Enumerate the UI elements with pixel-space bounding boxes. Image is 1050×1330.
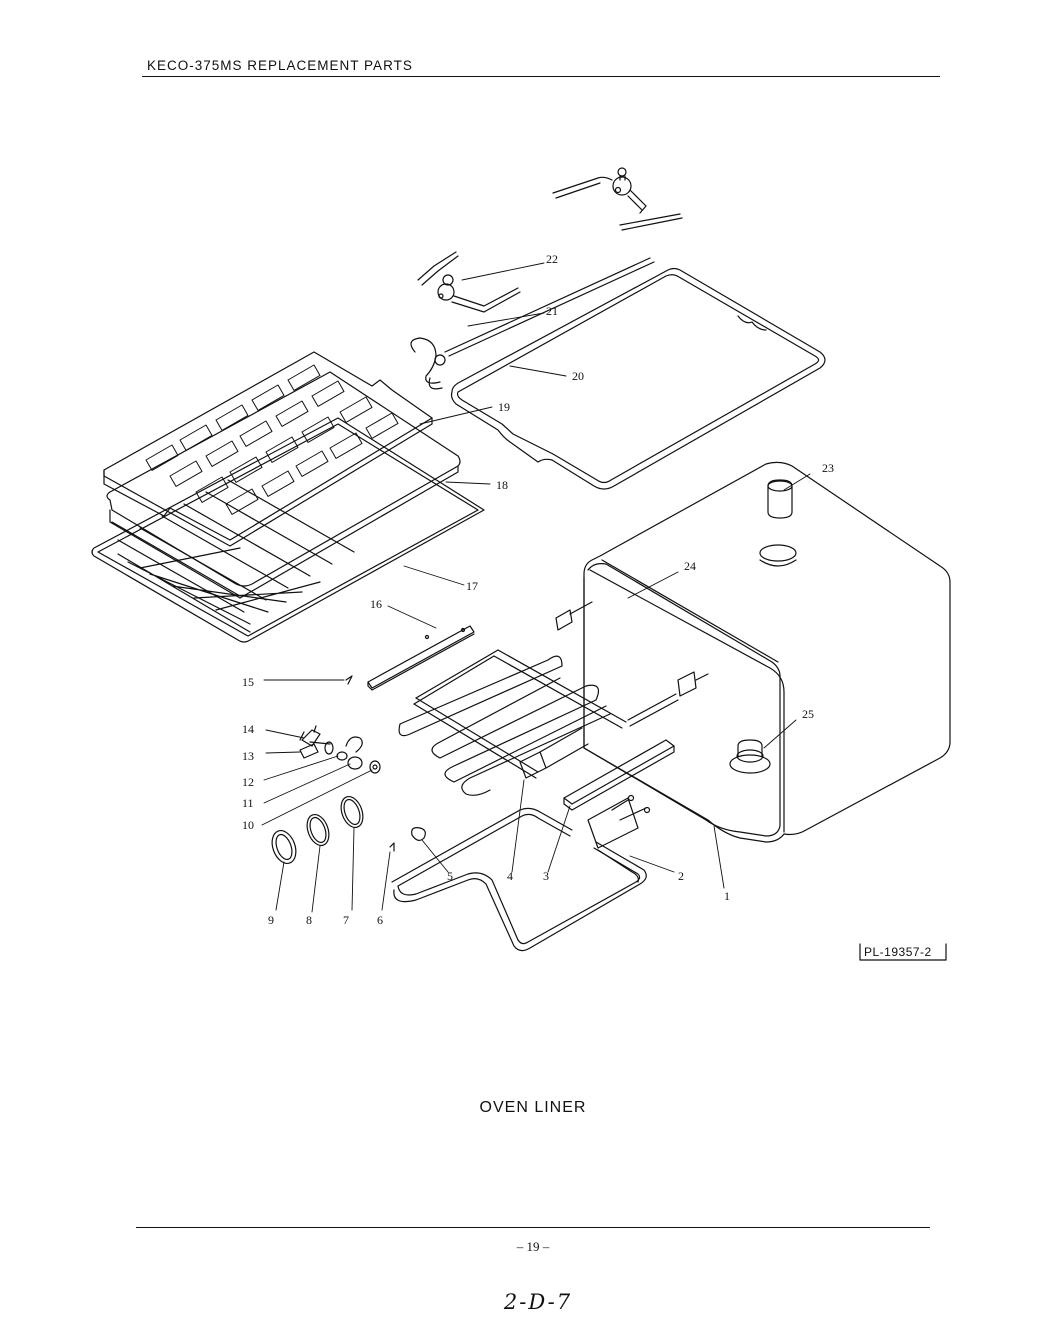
callout-17: 17 [466, 579, 478, 593]
callout-13: 13 [242, 749, 254, 763]
plate-number-box [860, 944, 946, 960]
parts-6-to-9-gaskets [268, 794, 394, 867]
callout-11: 11 [242, 796, 254, 810]
part-1-oven-liner-box [584, 462, 950, 842]
callout-21: 21 [546, 304, 558, 318]
handwritten-note: 2-D-7 [503, 1290, 573, 1314]
part-16-strip [368, 626, 474, 690]
callout-2: 2 [678, 869, 684, 883]
part-21-rod [411, 258, 654, 389]
callout-24: 24 [684, 559, 696, 573]
upper-element-bracket-top [553, 168, 682, 230]
part-4-bake-element [399, 602, 708, 795]
lower-bake-element [392, 808, 646, 950]
callout-4: 4 [507, 869, 513, 883]
callout-18: 18 [496, 478, 508, 492]
footer-rule [136, 1227, 930, 1228]
plate-number: PL-19357-2 [864, 945, 932, 959]
callout-5: 5 [447, 869, 453, 883]
parts-10-to-14-fasteners [300, 726, 380, 773]
callout-12: 12 [242, 775, 254, 789]
callout-8: 8 [306, 913, 312, 927]
figure-caption: OVEN LINER [479, 1099, 587, 1116]
callout-19: 19 [498, 400, 510, 414]
callout-25: 25 [802, 707, 814, 721]
callout-22: 22 [546, 252, 558, 266]
part-22-bracket [418, 252, 520, 312]
callout-leader-lines [262, 263, 810, 912]
callout-7: 7 [343, 913, 349, 927]
part-5-grommet [412, 828, 426, 841]
callout-14: 14 [242, 722, 254, 736]
callout-16: 16 [370, 597, 382, 611]
part-17-oven-rack [92, 418, 484, 642]
callout-3: 3 [543, 869, 549, 883]
part-19-vented-panel [104, 352, 432, 546]
callout-20: 20 [572, 369, 584, 383]
part-20-broil-element [452, 269, 826, 490]
callout-6: 6 [377, 913, 383, 927]
callout-1: 1 [724, 889, 730, 903]
page-number: – 19 – [516, 1239, 550, 1254]
callout-10: 10 [242, 818, 254, 832]
header-rule [142, 76, 940, 77]
part-15-screw [346, 676, 352, 684]
callout-15: 15 [242, 675, 254, 689]
part-3-channel [564, 740, 674, 810]
callout-labels: 1 2 3 4 5 6 7 8 9 10 11 12 13 14 15 16 1… [242, 252, 932, 959]
callout-23: 23 [822, 461, 834, 475]
part-2-terminal-block [588, 796, 650, 849]
document-header-title: KECO-375MS REPLACEMENT PARTS [147, 58, 413, 73]
callout-9: 9 [268, 913, 274, 927]
